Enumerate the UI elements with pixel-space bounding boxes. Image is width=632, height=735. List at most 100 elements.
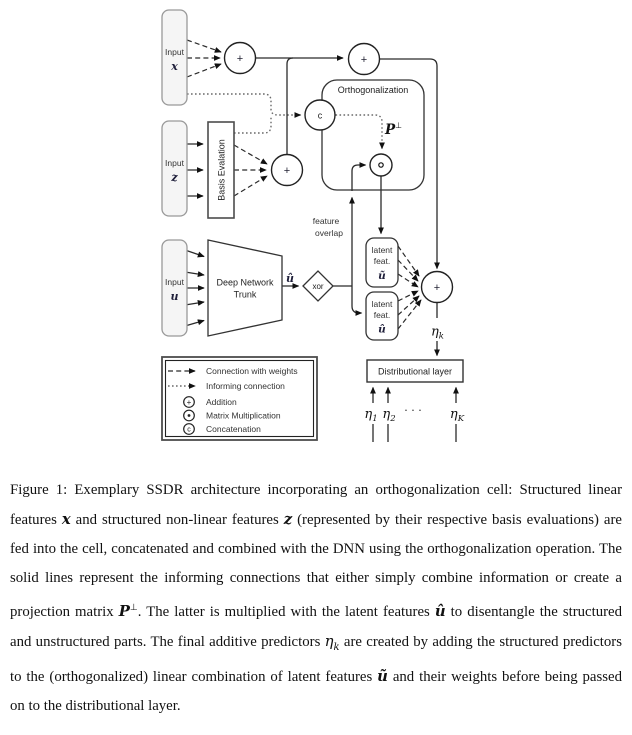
legend-concat-glyph: c xyxy=(187,427,191,434)
addition-node-top: + xyxy=(347,42,381,76)
trunk-trapezoid xyxy=(207,239,283,337)
concatenation-node: c xyxy=(304,99,336,131)
orthogonalization-title: Orthogonalization xyxy=(338,85,409,95)
solid-connections xyxy=(184,55,459,442)
architecture-diagram: Orthogonalization P⊥ Input x Input z Inp… xyxy=(161,9,465,442)
plus-glyph: + xyxy=(284,165,290,177)
informing-connection-basis-to-concat xyxy=(234,117,272,134)
weighted-connection-hat-to-final xyxy=(397,299,422,330)
input-x-rect xyxy=(161,9,188,106)
latent-tilde-line1: latent xyxy=(372,245,393,255)
latent-tilde-symbol: ũ xyxy=(378,270,386,282)
xor-diamond xyxy=(302,270,334,302)
eta-k-label: ηk xyxy=(431,325,444,342)
caption-text: (represented by their respective basis e… xyxy=(10,512,622,620)
addition-node-z: + xyxy=(270,153,304,187)
eta1-label: η1 xyxy=(364,407,377,424)
connection-u-to-trunk xyxy=(184,319,205,327)
figure-caption: Figure 1: Exemplary SSDR architecture in… xyxy=(10,476,622,721)
xor-node: xor xyxy=(302,270,334,302)
trunk-output-symbol: û xyxy=(286,272,294,285)
weighted-connection-x-to-plus xyxy=(186,39,222,53)
legend-weighted-label: Connection with weights xyxy=(206,366,298,376)
legend-matmul-icon xyxy=(183,409,195,422)
plus-glyph: + xyxy=(361,54,367,66)
basis-evaluation-box: Basis Evalation xyxy=(207,121,235,219)
latent-tilde-line2: feat. xyxy=(374,256,391,266)
informing-connection-concat-to-matmul xyxy=(335,114,385,150)
basis-rect xyxy=(207,121,235,219)
caption-projection-symbol: P xyxy=(118,602,130,620)
addition-node-final: + xyxy=(420,270,454,304)
plus-circle xyxy=(347,42,381,76)
latent-hat-symbol: û xyxy=(378,324,386,336)
plus-circle xyxy=(420,270,454,304)
caption-eta-symbol: η xyxy=(324,632,334,650)
connection-u-to-trunk xyxy=(184,249,205,258)
legend-matmul-dot xyxy=(187,414,191,417)
legend-addition-label: Addition xyxy=(206,397,237,407)
matrix-multiplication-node xyxy=(369,153,393,177)
input-z-label: Input xyxy=(165,158,185,168)
caption-text: . The latter is multiplied with the late… xyxy=(137,603,435,620)
input-x-box: Input x xyxy=(161,9,188,106)
deep-network-trunk: Deep Network Trunk xyxy=(207,239,283,337)
plus-glyph: + xyxy=(434,282,440,294)
latent-hat-line1: latent xyxy=(372,299,393,309)
plus-circle xyxy=(223,41,257,75)
legend-addition-icon xyxy=(183,396,195,408)
feature-overlap-line1: feature xyxy=(313,216,340,226)
connection-into-matmul xyxy=(351,162,367,191)
legend-informing-label: Informing connection xyxy=(206,381,285,391)
input-u-rect xyxy=(161,239,188,337)
legend-concat-label: Concatenation xyxy=(206,424,261,434)
eta-row: η1 η2 · · · ηK xyxy=(364,404,464,424)
latent-hat-box: latent feat. û xyxy=(365,291,399,341)
caption-text: Figure 1: Exemplary SSDR architecture in… xyxy=(10,482,622,528)
input-z-symbol: z xyxy=(170,171,178,184)
latent-hat-rect xyxy=(365,291,399,341)
concat-glyph: c xyxy=(318,110,323,120)
weighted-connection-hat-to-final xyxy=(397,290,419,302)
caption-text: and their weights before being passed on… xyxy=(10,668,622,714)
legend-concat-icon xyxy=(183,423,195,435)
latent-hat-line2: feat. xyxy=(374,310,391,320)
plus-glyph: + xyxy=(237,53,243,65)
connection-u-to-trunk xyxy=(184,300,205,306)
caption-projection-sup: ⊥ xyxy=(129,602,138,612)
weighted-connection-basis-to-plus xyxy=(233,144,268,165)
input-z-box: Input z xyxy=(161,120,188,217)
weighted-connection-tilde-to-final xyxy=(397,259,419,282)
caption-symbol-x: x xyxy=(61,511,71,528)
weighted-connection-basis-to-plus xyxy=(233,175,268,197)
weighted-connection-x-to-plus xyxy=(186,63,222,78)
trunk-label-line2: Trunk xyxy=(234,290,257,300)
caption-symbol-uhat: û xyxy=(434,602,446,620)
connection-u-to-trunk xyxy=(184,271,205,277)
matmul-dot-icon xyxy=(378,162,384,168)
distributional-label: Distributional layer xyxy=(378,367,452,377)
weighted-connection-hat-to-final xyxy=(397,295,420,316)
plus-circle xyxy=(270,153,304,187)
distributional-rect xyxy=(366,359,464,383)
caption-text: to disentangle the structured and unstru… xyxy=(10,603,622,650)
legend-inner-border xyxy=(164,359,315,438)
addition-node-x: + xyxy=(223,41,257,75)
caption-symbol-z: z xyxy=(283,511,293,528)
connection-plus2-to-final-plus xyxy=(379,58,440,270)
latent-tilde-rect xyxy=(365,237,399,288)
basis-label: Basis Evalation xyxy=(217,139,227,201)
input-u-box: Input u xyxy=(161,239,188,337)
weighted-connection-tilde-to-final xyxy=(397,245,420,277)
xor-label: xor xyxy=(312,282,323,291)
legend: Connection with weights Informing connec… xyxy=(161,356,318,441)
weighted-connection-tilde-to-final xyxy=(397,273,419,288)
informing-connection-x-to-concat xyxy=(187,93,302,118)
distributional-layer-box: Distributional layer xyxy=(366,359,464,383)
input-x-symbol: x xyxy=(170,60,178,73)
caption-text: are created by adding the structured pre… xyxy=(10,633,622,685)
input-x-label: Input xyxy=(165,47,185,57)
eta2-label: η2 xyxy=(382,407,395,424)
connection-xor-to-latent-hat xyxy=(351,286,363,316)
